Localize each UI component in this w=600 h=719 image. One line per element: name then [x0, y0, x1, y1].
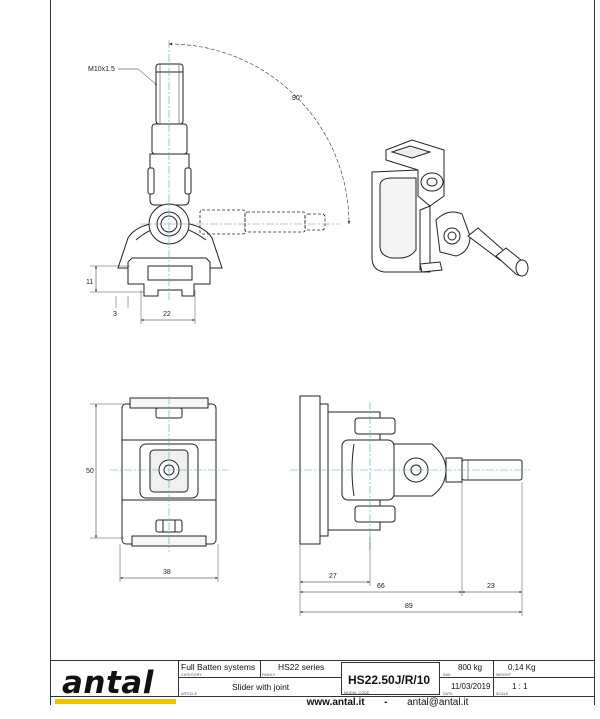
website-link[interactable]: www.antal.it: [306, 697, 365, 708]
scale-caption: SCALE: [496, 692, 509, 696]
dim-38: 38: [163, 569, 171, 576]
front-view: [90, 396, 228, 582]
title-block-hline-right: [440, 677, 595, 678]
weight-caption: WEIGHT: [496, 673, 512, 677]
footer-separator: -: [384, 697, 388, 708]
category-caption: CATEGORY: [181, 673, 202, 677]
dim-89: 89: [405, 603, 413, 610]
dim-11: 11: [86, 279, 93, 286]
dim-22: 22: [163, 311, 171, 318]
technical-drawing: M10x1.5 90° 11 3 22: [86, 40, 530, 616]
scale-value: 1 : 1: [512, 682, 528, 691]
footer-contact: www.antal.it - antal@antal.it: [180, 697, 595, 711]
family-value: HS22 series: [278, 662, 325, 672]
thread-label: M10x1.5: [88, 66, 115, 73]
family-caption: FAMILY: [262, 673, 276, 677]
title-block-brand-divider: [178, 660, 179, 697]
drawing-sheet: [50, 0, 595, 705]
weight-value: 0.14 Kg: [508, 663, 536, 672]
title-block: [50, 660, 595, 697]
dim-27: 27: [329, 573, 337, 580]
model-code: HS22.50J/R/10: [348, 673, 431, 687]
category-value: Full Batten systems: [181, 662, 256, 672]
top-view: [290, 395, 530, 616]
article-value: Slider with joint: [232, 682, 290, 692]
angle-label: 90°: [292, 94, 303, 102]
dim-50: 50: [86, 468, 94, 475]
dim-3: 3: [113, 311, 117, 318]
side-view: [90, 40, 351, 324]
title-block-hline-left: [178, 677, 341, 678]
dim-66: 66: [377, 583, 385, 590]
model-code-caption: MODEL CODE: [344, 691, 370, 695]
antal-logo: antal: [62, 665, 154, 701]
logo-accent-bar: [55, 699, 176, 704]
date-caption: DATE: [443, 692, 453, 696]
title-block-mid-divider: [260, 660, 261, 677]
isometric-view: [371, 139, 529, 277]
dim-23: 23: [487, 583, 495, 590]
article-caption: ARTICLE: [181, 692, 198, 696]
swl-caption: SWL: [443, 673, 452, 677]
title-block-right-divider: [493, 660, 494, 697]
date-value: 11/03/2019: [451, 682, 491, 691]
email-link[interactable]: antal@antal.it: [407, 697, 469, 708]
title-block-model-box: [341, 662, 440, 695]
swl-value: 800 kg: [458, 663, 483, 672]
